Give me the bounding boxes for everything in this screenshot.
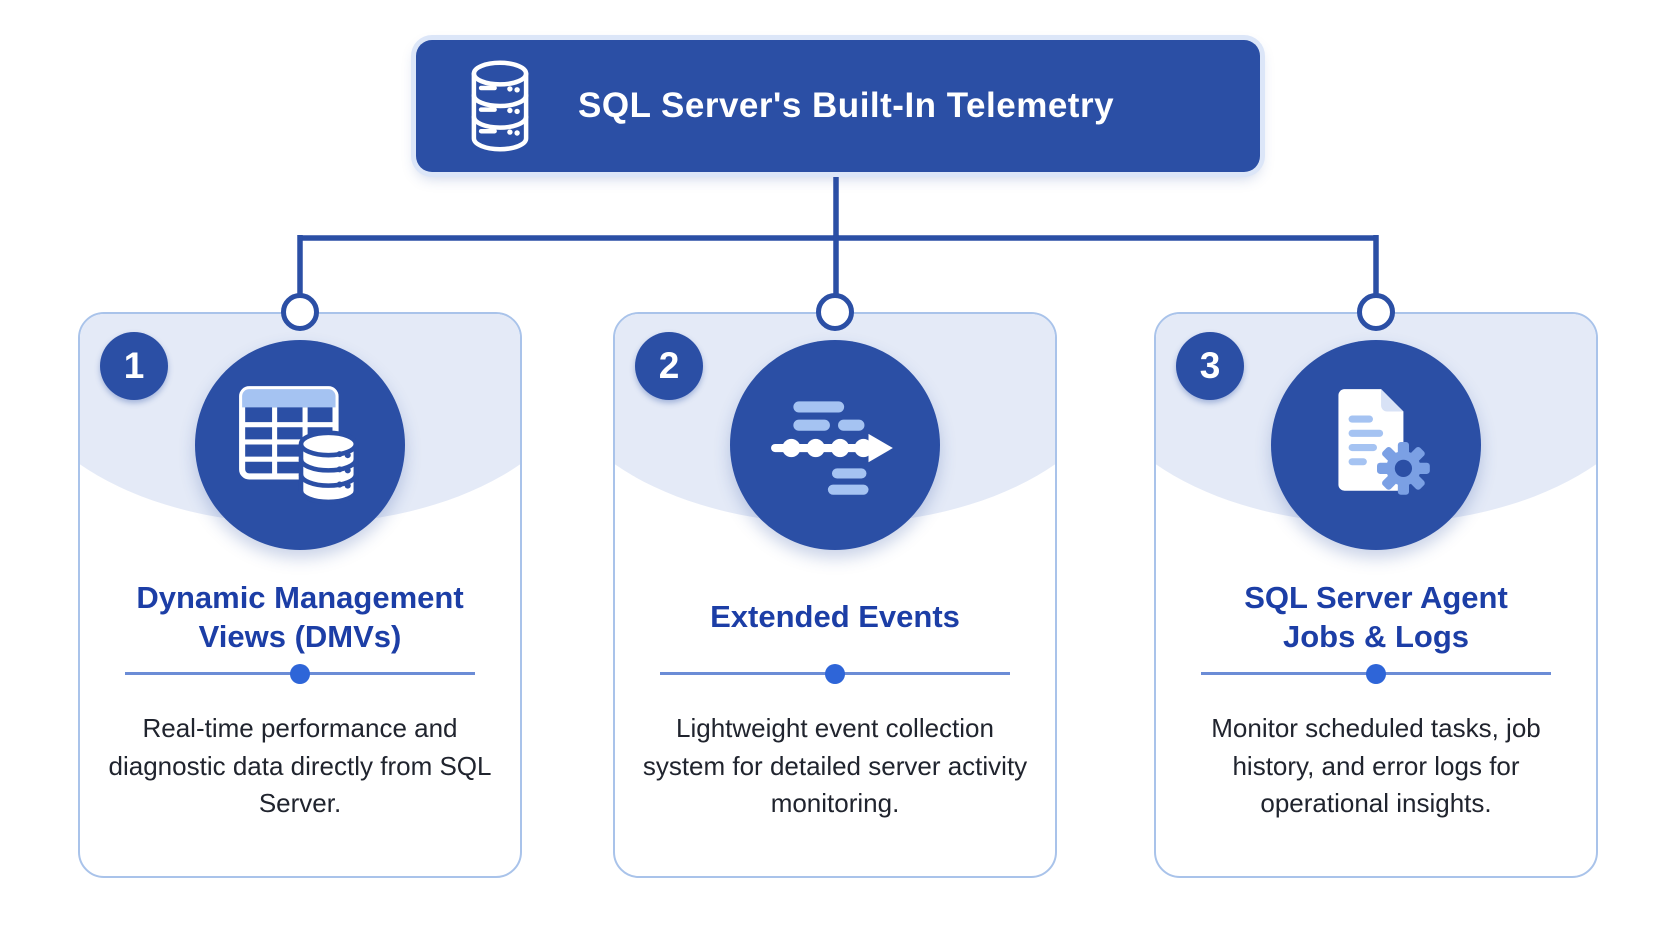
divider <box>1201 663 1551 684</box>
step-badge-3: 3 <box>1176 332 1244 400</box>
card-description: Monitor scheduled tasks, job history, an… <box>1211 713 1541 818</box>
divider-dot <box>290 663 310 684</box>
card-dmvs: 1 <box>78 293 522 878</box>
document-gear-icon <box>1271 340 1481 550</box>
connector-node-icon <box>281 293 319 331</box>
database-icon <box>471 60 529 152</box>
header-banner: SQL Server's Built-In Telemetry <box>416 40 1260 172</box>
divider <box>125 663 475 684</box>
divider-dot <box>825 663 845 684</box>
card-agent-jobs-logs: 3 <box>1154 293 1598 878</box>
card-description: Real-time performance and diagnostic dat… <box>108 713 492 818</box>
connector-node-icon <box>1357 293 1395 331</box>
card-title: SQL Server Agent Jobs & Logs <box>1244 579 1508 654</box>
divider <box>660 663 1010 684</box>
card-title: Extended Events <box>710 599 960 634</box>
card-description: Lightweight event collection system for … <box>642 713 1028 818</box>
divider-dot <box>1366 663 1386 684</box>
main-title: SQL Server's Built-In Telemetry <box>578 86 1115 125</box>
card-title: Dynamic Management Views (DMVs) <box>136 579 464 654</box>
table-database-icon <box>195 340 405 550</box>
card-extended-events: 2 <box>613 293 1057 878</box>
timeline-arrow-icon <box>730 340 940 550</box>
step-badge-2: 2 <box>635 332 703 400</box>
connector-node-icon <box>816 293 854 331</box>
step-badge-1: 1 <box>100 332 168 400</box>
